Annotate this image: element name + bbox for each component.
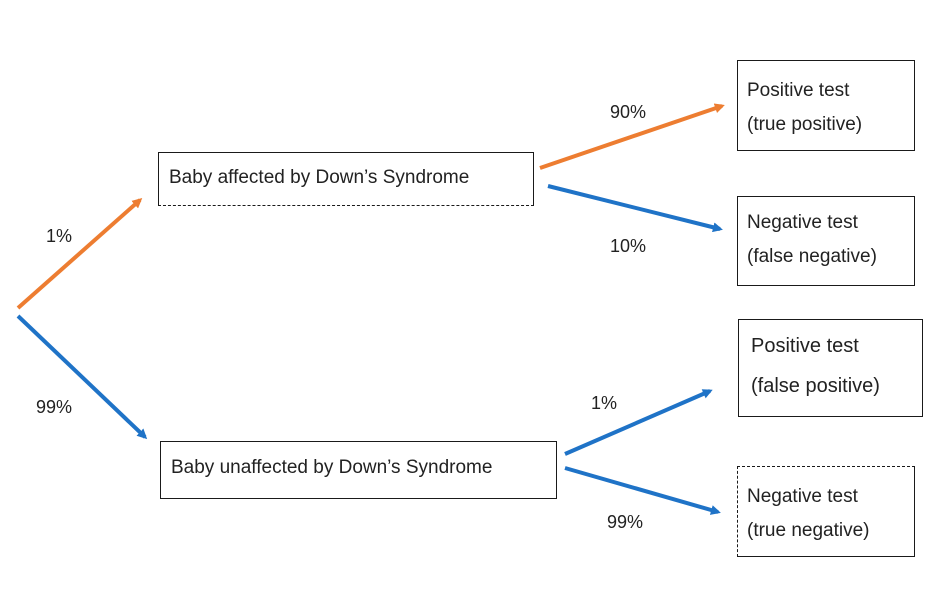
arrow-unaffected-to-negative: [564, 466, 721, 515]
node-true-positive-line2: (true positive): [747, 114, 863, 135]
node-baby-unaffected-label: Baby unaffected by Down’s Syndrome: [171, 457, 493, 478]
node-baby-unaffected: Baby unaffected by Down’s Syndrome: [160, 441, 557, 499]
node-true-positive-line1: Positive test: [747, 80, 850, 101]
node-false-negative: Negative test (false negative): [737, 196, 915, 286]
prob-affected-positive: 90%: [610, 102, 647, 122]
prob-unaffected-positive: 1%: [591, 393, 618, 413]
arrow-affected-to-negative: [547, 184, 723, 233]
arrow-unaffected-to-positive: [564, 389, 713, 456]
node-false-positive: Positive test (false positive): [738, 319, 923, 417]
node-baby-affected: Baby affected by Down’s Syndrome: [158, 152, 534, 206]
node-false-positive-line2: (false positive): [751, 375, 880, 397]
node-false-negative-line2: (false negative): [747, 246, 877, 267]
node-true-negative-line2: (true negative): [747, 520, 870, 541]
node-true-negative-line1: Negative test: [747, 486, 858, 507]
prob-affected: 1%: [46, 226, 73, 246]
node-false-negative-line1: Negative test: [747, 212, 858, 233]
prob-unaffected-negative: 99%: [607, 512, 644, 532]
arrow-affected-to-positive: [539, 103, 725, 170]
node-true-negative: Negative test (true negative): [737, 466, 915, 557]
arrow-root-to-affected: [16, 198, 143, 310]
prob-unaffected: 99%: [36, 397, 73, 417]
arrow-root-to-unaffected: [16, 314, 148, 440]
node-false-positive-line1: Positive test: [751, 335, 859, 357]
node-true-positive: Positive test (true positive): [737, 60, 915, 151]
prob-affected-negative: 10%: [610, 236, 647, 256]
node-baby-affected-label: Baby affected by Down’s Syndrome: [169, 167, 470, 188]
